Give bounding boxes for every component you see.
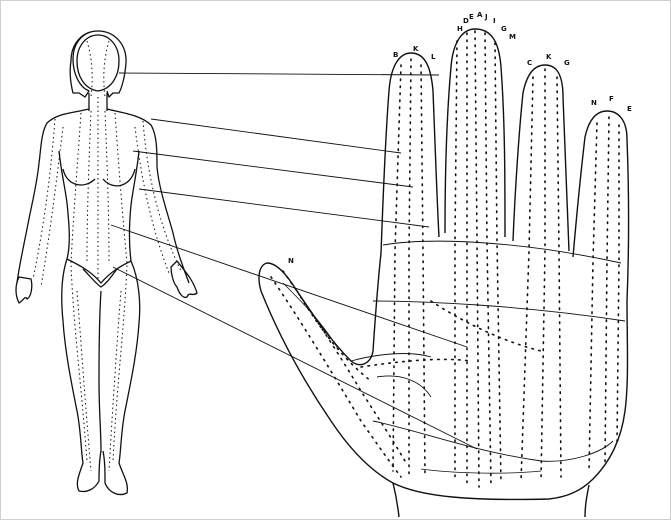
hand-wrist bbox=[393, 483, 589, 517]
body-hand-left bbox=[16, 277, 32, 303]
finger-label-middle-2: E bbox=[469, 13, 474, 21]
hand-index-finger bbox=[381, 53, 439, 253]
hand-figure bbox=[259, 29, 629, 517]
finger-label-ring-0: C bbox=[527, 59, 532, 67]
finger-label-middle-4: J bbox=[484, 13, 488, 21]
finger-label-middle-7: M bbox=[509, 33, 516, 41]
body-torso bbox=[17, 109, 189, 283]
finger-label-little-2: E bbox=[627, 105, 632, 113]
finger-label-index-0: B bbox=[393, 51, 398, 59]
hand-palm bbox=[259, 253, 628, 499]
finger-label-middle-5: I bbox=[493, 17, 496, 25]
finger-label-little-0: N bbox=[591, 99, 597, 107]
body-face bbox=[77, 35, 119, 91]
hand-ring-finger bbox=[513, 65, 569, 251]
finger-label-middle-0: H bbox=[457, 25, 463, 33]
finger-label-index-1: K bbox=[413, 45, 419, 53]
finger-label-little-1: F bbox=[609, 95, 614, 103]
hand-meridians bbox=[271, 31, 619, 487]
body-figure bbox=[16, 31, 197, 495]
body-hand-right bbox=[171, 261, 197, 297]
finger-label-thumb-0: N bbox=[288, 257, 294, 265]
body-legs bbox=[62, 259, 140, 495]
hand-little-finger bbox=[573, 111, 629, 301]
finger-label-middle-3: A bbox=[477, 11, 483, 19]
finger-label-ring-2: G bbox=[564, 59, 570, 67]
finger-label-ring-1: K bbox=[546, 53, 552, 61]
finger-label-middle-6: G bbox=[501, 25, 507, 33]
finger-label-index-2: L bbox=[431, 53, 436, 61]
